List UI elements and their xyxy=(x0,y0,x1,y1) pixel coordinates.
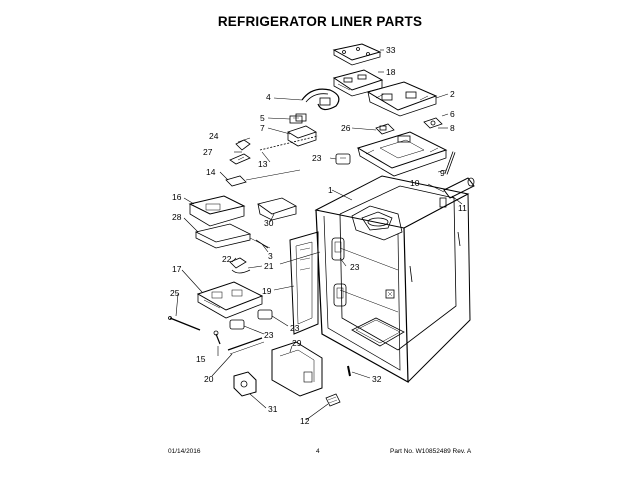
callout-19: 19 xyxy=(262,286,272,296)
callout-28: 28 xyxy=(172,212,182,222)
callout-13: 13 xyxy=(258,159,268,169)
wire-21 xyxy=(231,269,251,274)
callout-14: 14 xyxy=(206,167,216,177)
control-board xyxy=(332,69,384,97)
callout-7: 7 xyxy=(260,123,265,133)
callout-24: 24 xyxy=(209,131,219,141)
water-filter xyxy=(443,177,475,199)
control-cover-plate xyxy=(332,43,382,66)
callout-23-lower-b: 23 xyxy=(290,323,300,333)
footer-page-number: 4 xyxy=(316,448,320,455)
callout-20: 20 xyxy=(204,374,214,384)
wire-harness xyxy=(301,88,340,111)
latch xyxy=(375,123,395,135)
callout-18: 18 xyxy=(386,67,396,77)
callout-16: 16 xyxy=(172,192,182,202)
bracket-30 xyxy=(257,197,297,221)
callout-26: 26 xyxy=(341,123,351,133)
motor-31 xyxy=(233,371,257,397)
callout-6: 6 xyxy=(450,109,455,119)
heater-12 xyxy=(325,393,341,407)
callout-32: 32 xyxy=(372,374,382,384)
callout-1: 1 xyxy=(328,185,333,195)
fan-mount xyxy=(287,125,317,147)
light-housing-lower xyxy=(333,283,347,307)
upper-housing-bracket xyxy=(366,81,438,117)
callout-23-top: 23 xyxy=(312,153,322,163)
rail-20 xyxy=(227,337,265,355)
side-panel-19 xyxy=(289,231,319,335)
callout-23-lower-a: 23 xyxy=(264,330,274,340)
callout-2: 2 xyxy=(450,89,455,99)
refrigerator-liner xyxy=(314,175,471,384)
callout-3: 3 xyxy=(268,251,273,261)
callout-33: 33 xyxy=(386,45,396,55)
light-connector-lower-b xyxy=(257,309,273,320)
spring-32 xyxy=(347,365,351,377)
callout-8: 8 xyxy=(450,123,455,133)
callout-10: 10 xyxy=(410,178,420,188)
switch-24 xyxy=(235,139,251,151)
footer-date: 01/14/2016 xyxy=(168,448,201,455)
callout-22: 22 xyxy=(222,254,232,264)
callout-25: 25 xyxy=(170,288,180,298)
callout-30: 30 xyxy=(264,218,274,228)
wire-connector xyxy=(289,113,307,124)
callout-9: 9 xyxy=(440,168,445,178)
leader-lines xyxy=(175,49,463,421)
rod-25 xyxy=(168,316,201,331)
sensor-wire xyxy=(259,135,319,151)
damper-part xyxy=(423,117,443,129)
sensor-14 xyxy=(225,169,301,187)
board-28 xyxy=(194,223,271,249)
light-connector-top xyxy=(335,153,351,165)
page-title: REFRIGERATOR LINER PARTS xyxy=(217,14,423,29)
air-tower-tray xyxy=(356,131,448,177)
cover-16 xyxy=(188,195,246,227)
callout-11: 11 xyxy=(458,203,467,213)
light-connector-lower-a xyxy=(229,319,245,330)
callout-5: 5 xyxy=(260,113,265,123)
light-housing-upper xyxy=(331,237,345,261)
callout-27: 27 xyxy=(203,147,213,157)
callout-21: 21 xyxy=(264,261,274,271)
callout-31: 31 xyxy=(268,404,278,414)
light-lens xyxy=(444,151,456,175)
callout-12: 12 xyxy=(300,416,310,426)
clip-22 xyxy=(229,257,247,269)
callout-15: 15 xyxy=(196,354,206,364)
footer-part-number: Part No. W10852489 Rev. A xyxy=(390,448,472,455)
thermistor-27 xyxy=(229,153,251,165)
callout-17: 17 xyxy=(172,264,182,274)
callout-labels: 33 18 2 4 5 7 6 8 26 24 27 13 23 1 9 10 … xyxy=(170,45,467,426)
bracket-29 xyxy=(271,341,323,397)
main-board-17 xyxy=(196,281,264,319)
callout-29: 29 xyxy=(292,338,302,348)
callout-4: 4 xyxy=(266,92,271,102)
callout-23-liner: 23 xyxy=(350,262,360,272)
screw-15 xyxy=(213,330,221,345)
